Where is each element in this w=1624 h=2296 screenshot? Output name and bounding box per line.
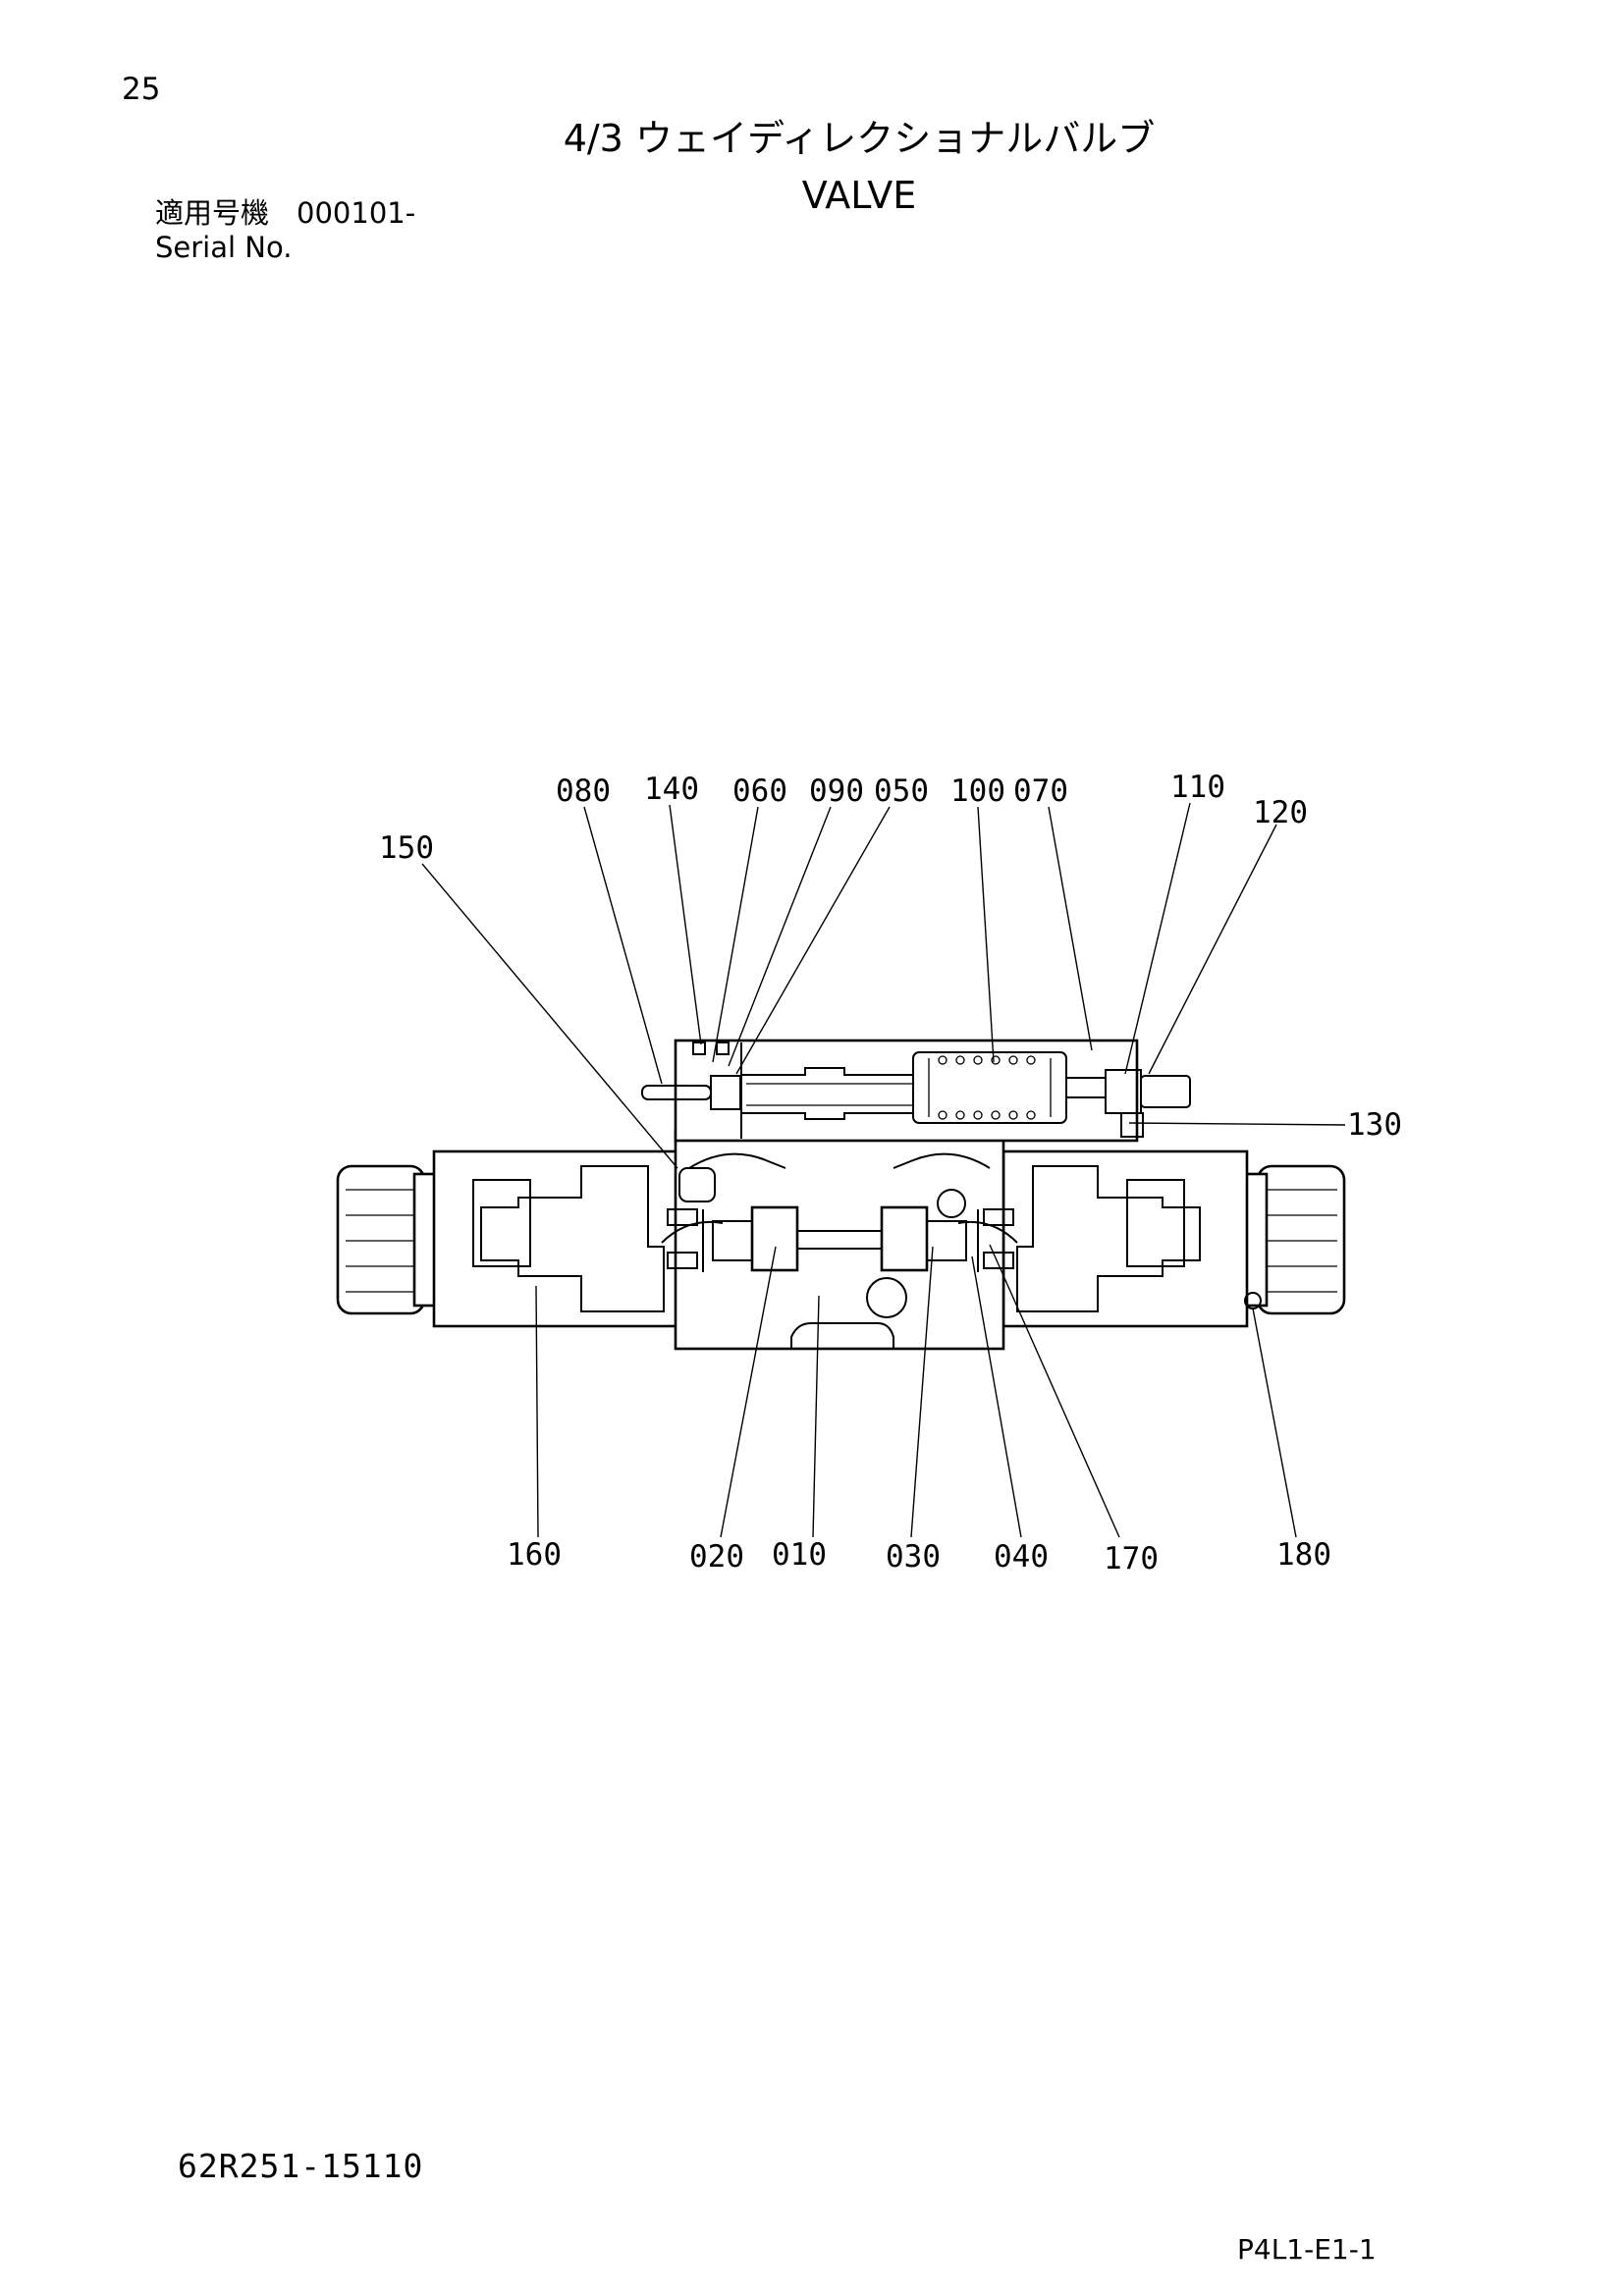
part-label-170: 170 xyxy=(1104,1541,1159,1576)
part-label-010: 010 xyxy=(772,1537,827,1573)
page-number: 25 xyxy=(122,72,161,107)
part-label-100: 100 xyxy=(950,774,1005,809)
manual-override-housing xyxy=(641,1039,1191,1143)
right-solenoid xyxy=(1001,1149,1262,1328)
serial-label-japanese: 適用号機 xyxy=(155,196,270,230)
serial-row: 適用号機 000101- xyxy=(155,199,415,228)
part-label-040: 040 xyxy=(994,1539,1049,1575)
serial-value: 000101- xyxy=(297,196,416,230)
part-label-070: 070 xyxy=(1013,774,1068,809)
right-coil-knob xyxy=(1243,1164,1346,1315)
part-label-050: 050 xyxy=(874,774,929,809)
leader-lines xyxy=(421,802,1346,1538)
part-label-140: 140 xyxy=(644,772,699,807)
drawing-number: 62R251-15110 xyxy=(178,2147,424,2185)
left-coil-knob xyxy=(336,1164,438,1315)
valve-body xyxy=(661,1129,1018,1351)
part-label-120: 120 xyxy=(1253,795,1308,830)
left-solenoid xyxy=(432,1149,679,1328)
part-label-020: 020 xyxy=(689,1539,744,1575)
serial-label-english: Serial No. xyxy=(155,231,293,264)
part-label-160: 160 xyxy=(507,1537,562,1573)
page-title-japanese: 4/3 ウェイディレクショナルバルブ xyxy=(563,117,1156,160)
part-label-090: 090 xyxy=(809,774,864,809)
part-label-130: 130 xyxy=(1347,1107,1402,1143)
part-label-180: 180 xyxy=(1276,1537,1331,1573)
part-label-150: 150 xyxy=(379,830,434,866)
part-label-030: 030 xyxy=(886,1539,941,1575)
page-title-english: VALVE xyxy=(801,174,917,217)
part-label-080: 080 xyxy=(556,774,611,809)
part-labels: 080 140 060 090 050 100 070 110 120 150 … xyxy=(379,770,1402,1576)
page-code: P4L1-E1-1 xyxy=(1237,2233,1377,2266)
part-label-110: 110 xyxy=(1170,770,1225,805)
part-label-060: 060 xyxy=(732,774,787,809)
spool-assembly xyxy=(667,1167,1014,1272)
